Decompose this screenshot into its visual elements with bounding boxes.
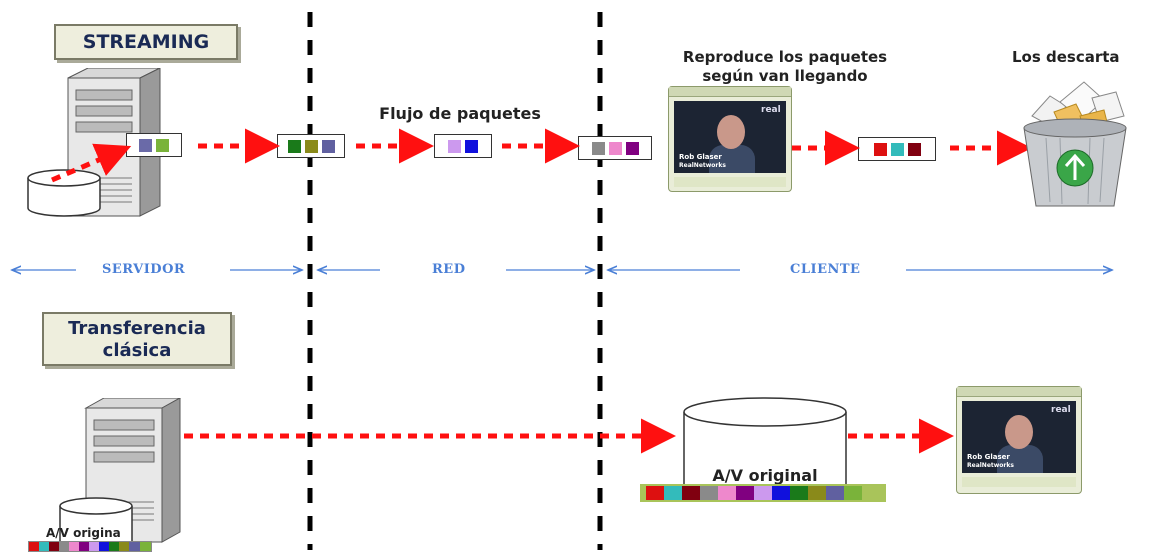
packet-network-2 <box>434 134 492 158</box>
packet-cell <box>625 141 639 155</box>
client-disk-label: A/V original <box>712 466 818 485</box>
disk-cylinder-icon <box>683 397 847 489</box>
client-playback-label-line1: Reproduce los paquetes <box>682 48 888 66</box>
client-playback-label-line2: según van llegando <box>702 67 868 85</box>
media-player-icon: real Rob Glaser RealNetworks <box>668 86 792 192</box>
disk-cylinder-icon <box>27 169 101 217</box>
streaming-title: STREAMING <box>54 24 238 60</box>
server-av-strip <box>28 541 152 552</box>
discard-label: Los descarta <box>1012 48 1120 66</box>
classic-title: Transferencia clásica <box>42 312 232 366</box>
recycle-bin-icon <box>1023 81 1127 207</box>
zone-label-client: CLIENTE <box>790 262 861 277</box>
packet-discarded <box>858 137 936 161</box>
packet-cell <box>890 142 904 156</box>
packet-cell <box>465 139 478 153</box>
server-disk-label: A/V origina <box>46 526 121 540</box>
classic-title-line1: Transferencia <box>68 318 206 339</box>
packet-network-1 <box>277 134 345 158</box>
packet-server <box>126 133 182 157</box>
packet-cell <box>156 138 169 152</box>
packet-cell <box>321 139 335 153</box>
zone-label-network: RED <box>432 262 466 277</box>
packet-cell <box>304 139 318 153</box>
packet-cell <box>591 141 605 155</box>
packet-cell <box>873 142 887 156</box>
packet-cell <box>287 139 301 153</box>
classic-title-line2: clásica <box>102 340 172 361</box>
packet-cell <box>608 141 622 155</box>
server-tower-icon <box>84 398 182 543</box>
client-av-strip <box>640 484 886 502</box>
packet-cell <box>448 139 461 153</box>
flow-label: Flujo de paquetes <box>379 104 541 123</box>
zone-label-server: SERVIDOR <box>102 262 186 277</box>
packet-cell <box>139 138 152 152</box>
media-player-icon: real Rob Glaser RealNetworks <box>956 386 1082 494</box>
packet-client <box>578 136 652 160</box>
packet-cell <box>907 142 921 156</box>
disk-cylinder-icon <box>59 497 133 545</box>
